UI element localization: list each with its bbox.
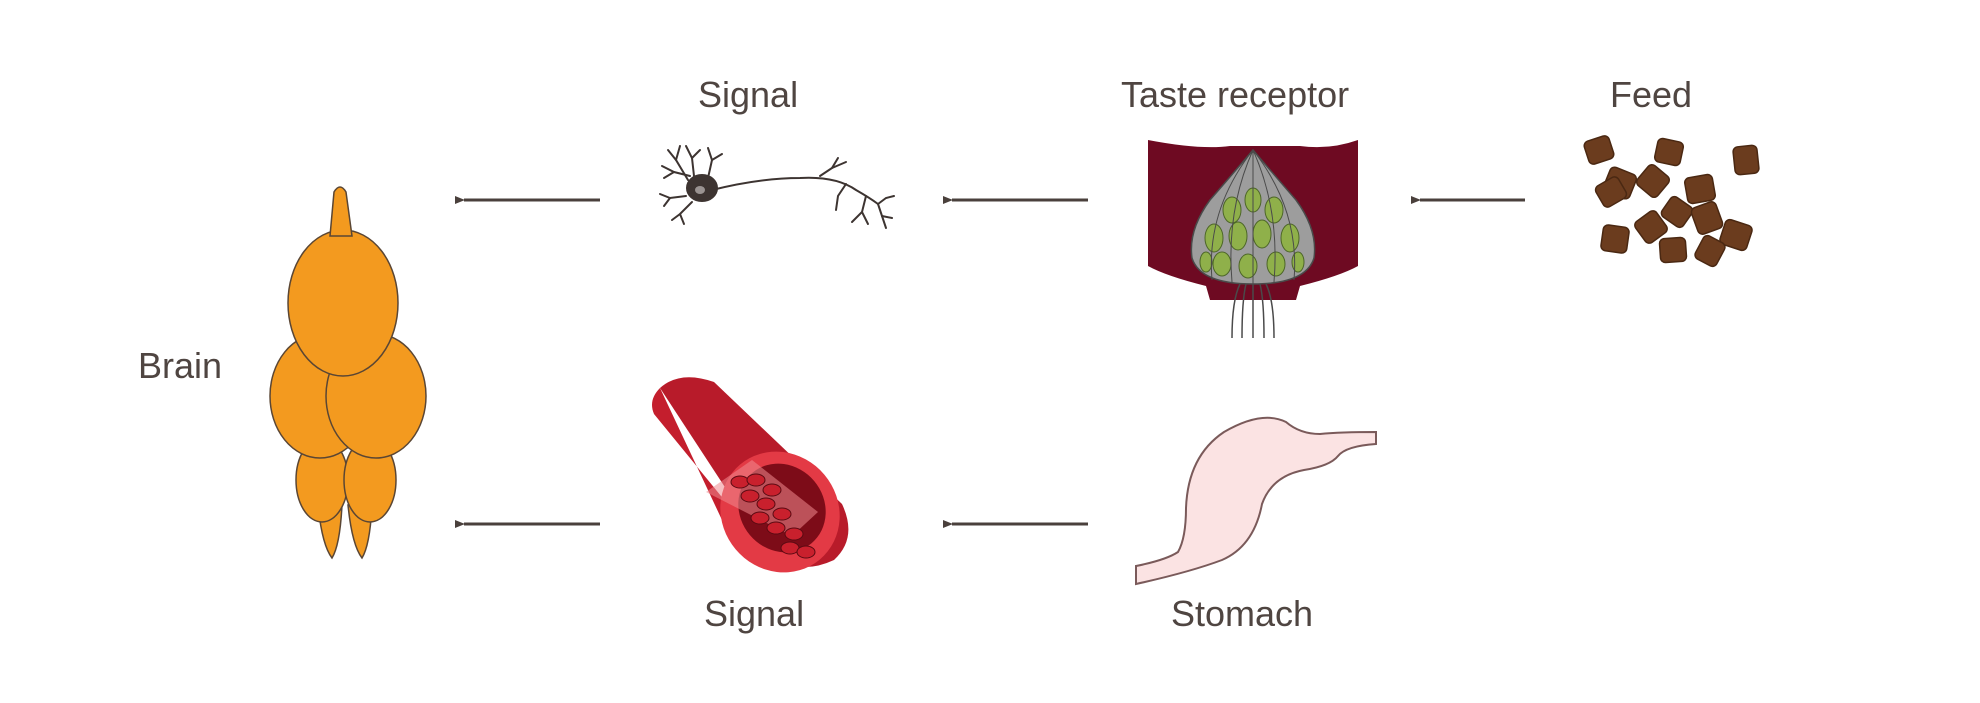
taste-receptor-label: Taste receptor [1121,74,1349,115]
brain-label: Brain [138,345,222,386]
blood-vessel-icon [652,377,849,573]
brain-icon [269,186,427,560]
feed-pellets-icon [1583,135,1760,268]
stomach-icon [1135,416,1377,586]
signal-top-label: Signal [698,74,798,115]
arrows [455,196,1525,528]
taste-receptor-icon [1148,140,1358,339]
neuron-icon [659,145,895,229]
feed-label: Feed [1610,74,1692,115]
signal-bottom-label: Signal [704,593,804,634]
stomach-label: Stomach [1171,593,1313,634]
